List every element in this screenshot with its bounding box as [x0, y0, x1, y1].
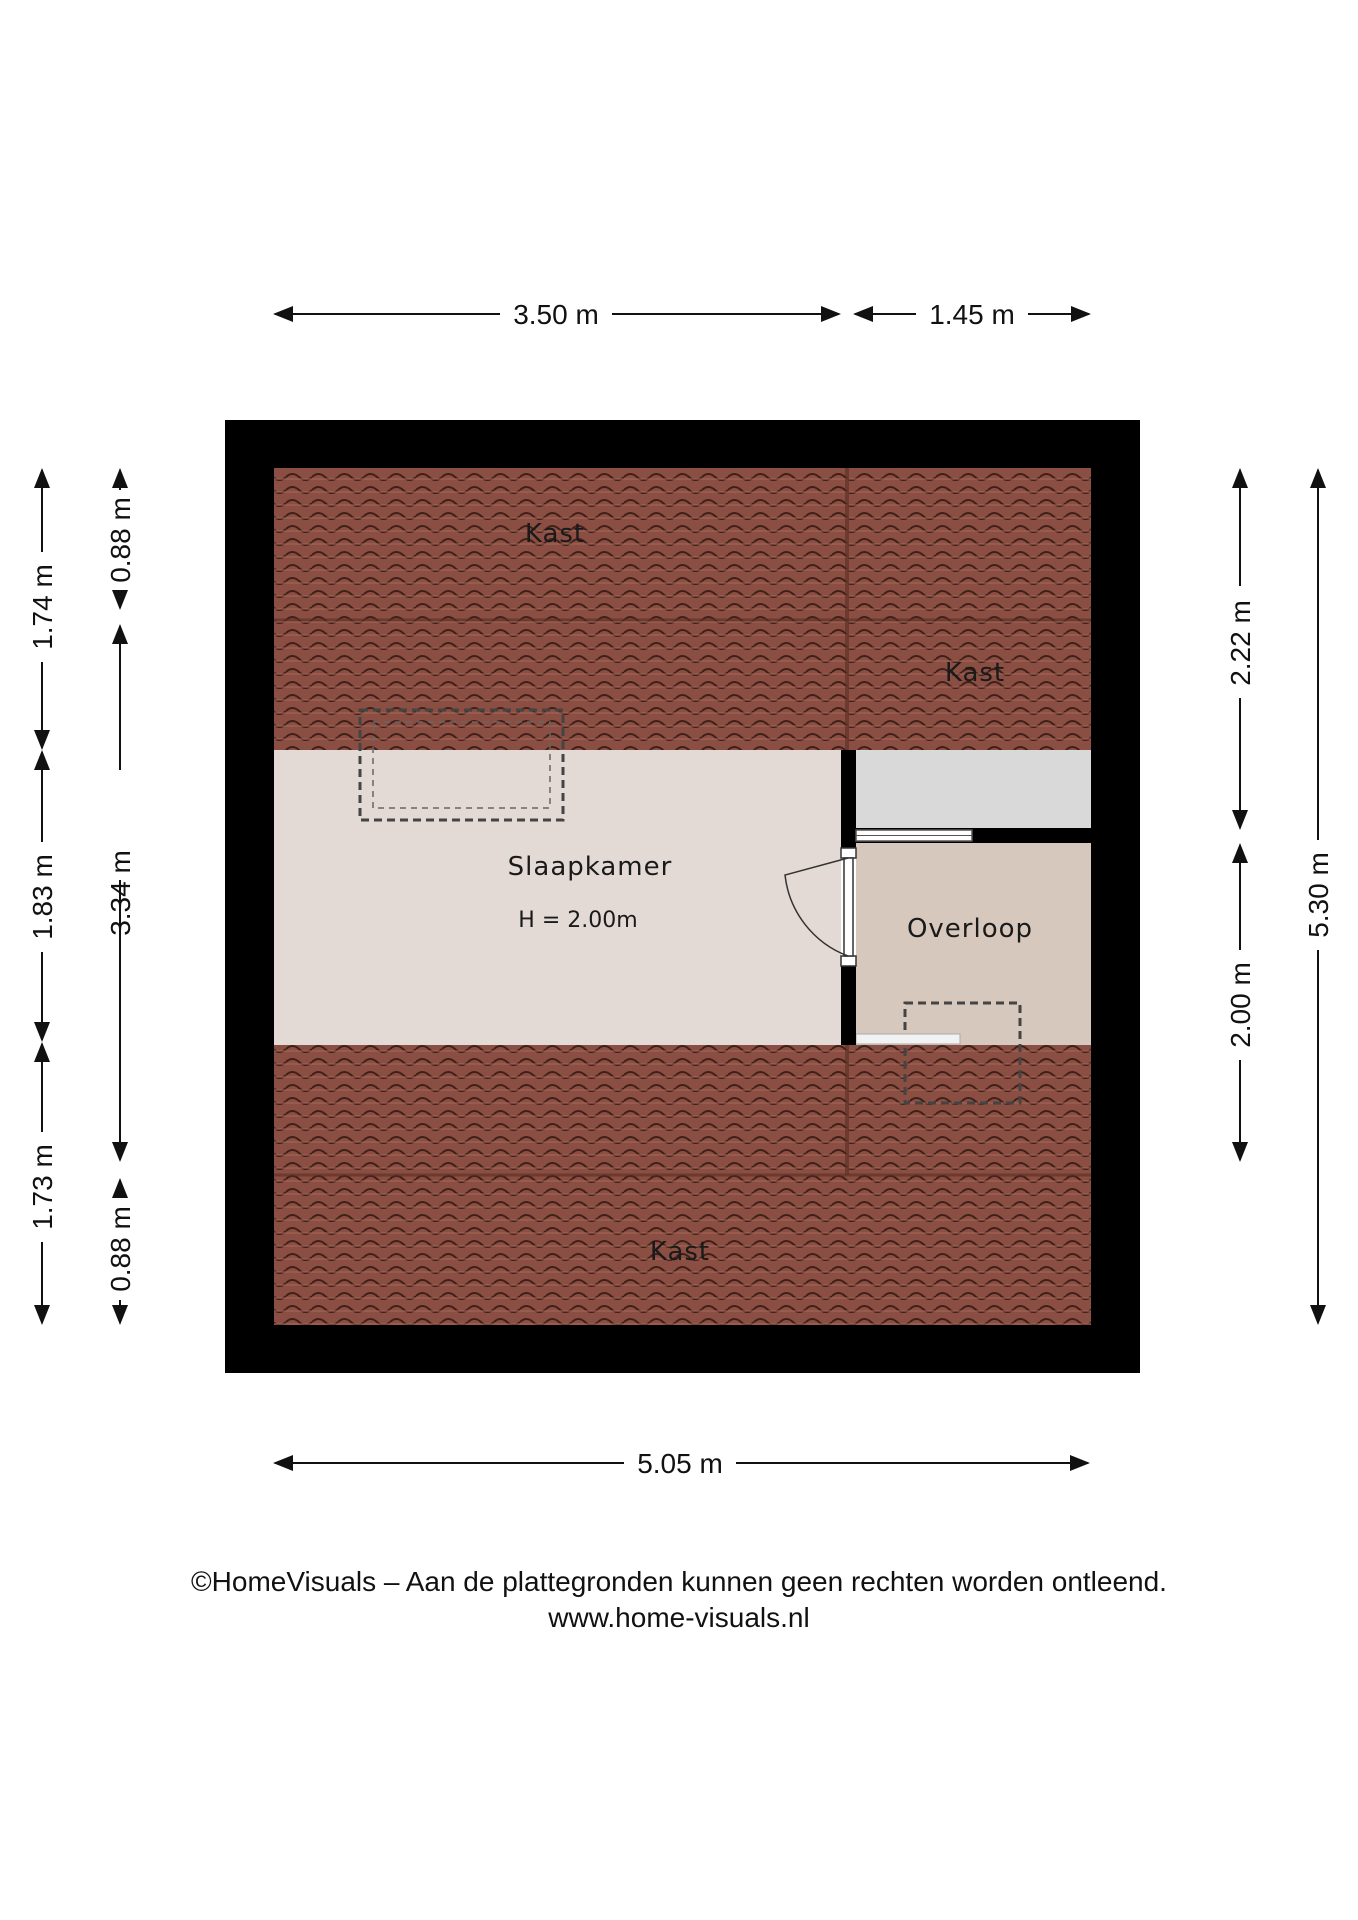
footer-copyright: ©HomeVisuals – Aan de plattegronden kunn…: [191, 1566, 1167, 1597]
slaapkamer-label: Slaapkamer: [508, 852, 673, 882]
stair-opening: [903, 1001, 1022, 1105]
dim-right-outer: 5.30 m: [1303, 852, 1334, 938]
door-frame-top: [840, 847, 857, 859]
dim-left-inner-mid: 3.34 m: [105, 850, 136, 936]
overloop-label: Overloop: [907, 914, 1033, 944]
footer-website[interactable]: www.home-visuals.nl: [548, 1602, 810, 1633]
door-swing: [784, 857, 849, 957]
dim-bottom: 5.05 m: [637, 1448, 723, 1479]
dim-left-outer-top: 1.74 m: [27, 564, 58, 650]
kast-bottom-label: Kast: [650, 1237, 710, 1267]
kast-bottom-area: [274, 1045, 1091, 1325]
roof-window-inner: [372, 721, 551, 809]
slaapkamer-height-label: H = 2.00m: [518, 908, 637, 933]
dim-top-left: 3.50 m: [513, 299, 599, 330]
slaapkamer-floor: [274, 750, 841, 1045]
dim-left-inner-top: 0.88 m: [105, 497, 136, 583]
dim-right-inner-top: 2.22 m: [1225, 600, 1256, 686]
dim-left-outer-mid: 1.83 m: [27, 854, 58, 940]
overloop-floor: [856, 843, 1091, 1045]
door-leaf: [843, 857, 854, 957]
kast-top-area: [274, 468, 1091, 750]
kast-top-right-label: Kast: [945, 658, 1005, 688]
interior-wall-horizontal: [972, 828, 1091, 843]
door-frame-bottom: [840, 955, 857, 967]
kast-top-left-label: Kast: [525, 519, 585, 549]
banister: [855, 1033, 961, 1045]
dim-right-inner-bottom: 2.00 m: [1225, 962, 1256, 1048]
storage-floor: [856, 750, 1091, 828]
dim-top-right: 1.45 m: [929, 299, 1015, 330]
dim-left-outer-bottom: 1.73 m: [27, 1144, 58, 1230]
dim-left-inner-bottom: 0.88 m: [105, 1206, 136, 1292]
